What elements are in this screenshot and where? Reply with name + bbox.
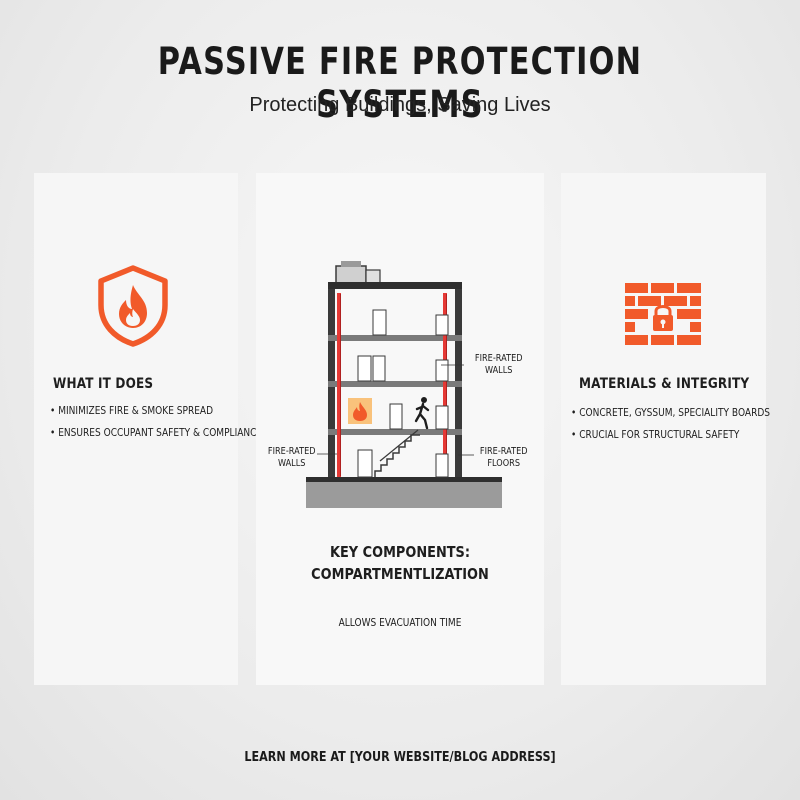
fire-rated-walls-callout-left: FIRE-RATED WALLS (268, 446, 316, 470)
list-item: CONCRETE, GYSSUM, SPECIALITY BOARDS (571, 407, 770, 419)
callout-line: FIRE-RATED (479, 446, 528, 457)
fire-shield-icon (98, 265, 168, 347)
what-it-does-heading: WHAT IT DOES (53, 376, 154, 392)
brick-wall-lock-icon (625, 283, 701, 345)
what-it-does-list: MINIMIZES FIRE & SMOKE SPREAD ENSURES OC… (50, 405, 297, 449)
key-components-heading-line1: KEY COMPONENTS: (330, 543, 470, 561)
list-item: MINIMIZES FIRE & SMOKE SPREAD (50, 405, 262, 417)
callout-line: FIRE-RATED (474, 353, 523, 364)
building-cross-section-illustration (306, 261, 502, 508)
list-item: ENSURES OCCUPANT SAFETY & COMPLIANCE (50, 427, 262, 439)
key-components-subtext: ALLOWS EVACUATION TIME (338, 617, 462, 629)
page-title: PASSIVE FIRE PROTECTION SYSTEMS (157, 40, 643, 126)
key-components-heading-line2: COMPARTMENTLIZATION (311, 565, 489, 583)
callout-line: WALLS (484, 365, 513, 376)
callout-line: FLOORS (487, 458, 521, 469)
fire-rated-floors-callout: FIRE-RATED FLOORS (480, 446, 528, 470)
list-item: CRUCIAL FOR STRUCTURAL SAFETY (571, 429, 770, 441)
callout-line: FIRE-RATED (267, 446, 316, 457)
page-subtitle: Protecting Buildings, Saving Lives (249, 94, 551, 116)
materials-integrity-heading: MATERIALS & INTEGRITY (579, 376, 750, 392)
key-components-heading: KEY COMPONENTS: COMPARTMENTLIZATION (276, 541, 524, 585)
materials-integrity-list: CONCRETE, GYSSUM, SPECIALITY BOARDS CRUC… (571, 407, 800, 451)
footer-link-text[interactable]: LEARN MORE AT [YOUR WEBSITE/BLOG ADDRESS… (244, 750, 556, 765)
callout-line: WALLS (277, 458, 306, 469)
fire-rated-walls-callout-right: FIRE-RATED WALLS (475, 353, 523, 377)
